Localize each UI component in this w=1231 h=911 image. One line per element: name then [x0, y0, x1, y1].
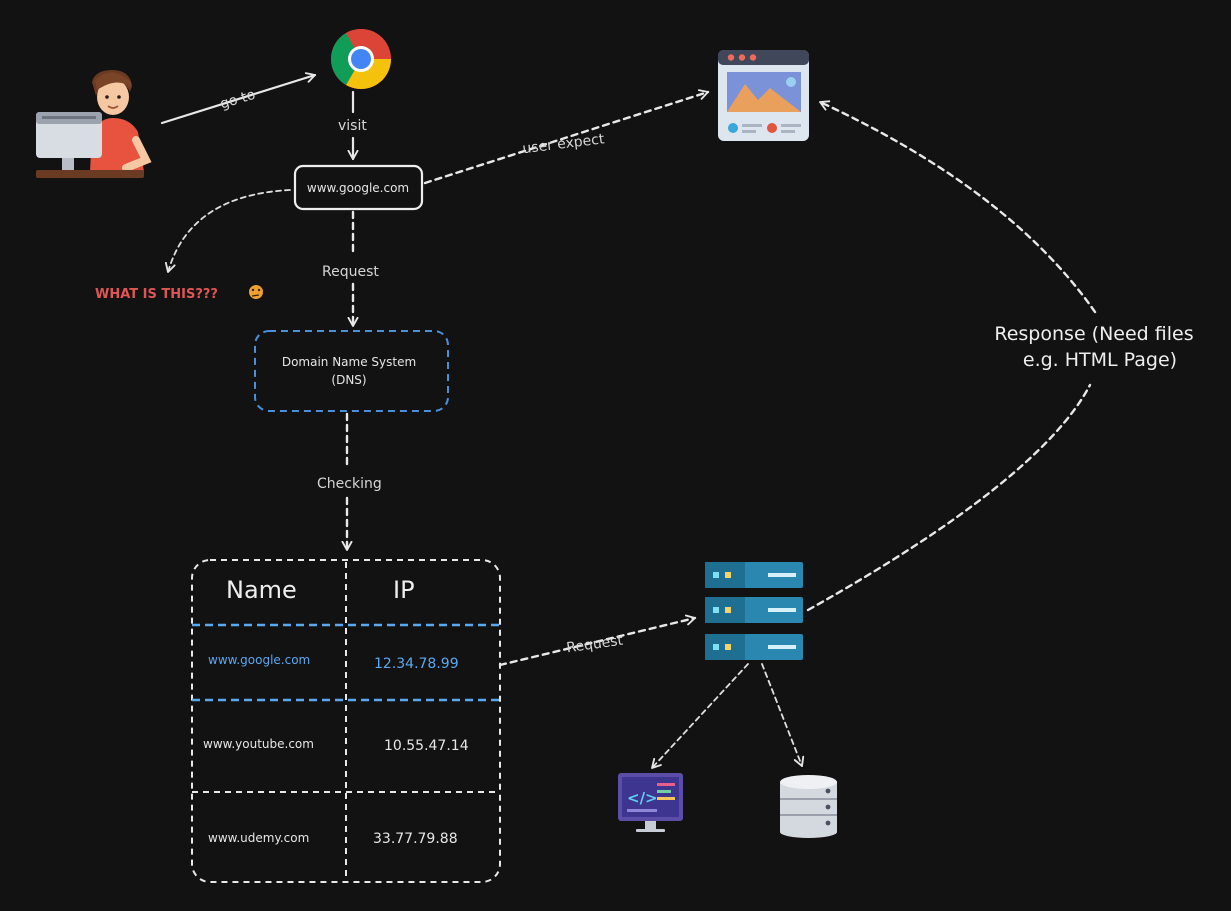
table-cell-ip: 12.34.78.99	[374, 656, 459, 672]
svg-text:</>: </>	[627, 789, 658, 807]
table-row: www.udemy.com 33.77.79.88	[208, 831, 458, 847]
dns-table: Name IP www.google.com 12.34.78.99 www.y…	[191, 559, 501, 883]
database-icon	[780, 775, 837, 838]
dns-box: Domain Name System (DNS)	[254, 330, 449, 412]
go-to-arrow	[160, 72, 317, 125]
server-to-database-arrow	[761, 663, 805, 767]
table-header-ip: IP	[393, 576, 415, 604]
table-cell-name: www.youtube.com	[203, 737, 314, 751]
table-header-name: Name	[226, 576, 297, 604]
request-label-2: Request	[565, 633, 624, 657]
server-to-code-arrow	[651, 663, 749, 769]
user-expect-label: user expect	[522, 131, 606, 157]
dns-box-line2: (DNS)	[331, 373, 366, 387]
chrome-icon	[331, 29, 391, 89]
response-arrow	[818, 100, 1097, 314]
request-label-1: Request	[322, 264, 379, 280]
response-label-line1: Response (Need files	[994, 323, 1193, 345]
table-cell-name: www.udemy.com	[208, 831, 309, 845]
table-cell-ip: 33.77.79.88	[373, 831, 458, 847]
what-is-this-arrow	[164, 189, 291, 273]
webpage-window-icon	[718, 50, 809, 141]
server-rack-icon	[705, 562, 803, 660]
request-arrow-2	[498, 614, 697, 667]
table-row: www.youtube.com 10.55.47.14	[203, 737, 469, 754]
checking-label: Checking	[317, 476, 382, 492]
response-line-lower	[806, 383, 1092, 612]
dns-box-line1: Domain Name System	[282, 355, 416, 369]
visit-label: visit	[338, 118, 367, 134]
table-row: www.google.com 12.34.78.99	[208, 653, 459, 672]
url-box-text: www.google.com	[307, 181, 409, 195]
table-cell-ip: 10.55.47.14	[384, 738, 469, 754]
table-cell-name: www.google.com	[208, 653, 310, 667]
user-expect-arrow	[423, 89, 710, 185]
thinking-emoji-icon	[249, 285, 263, 299]
person-at-computer-icon	[36, 70, 152, 178]
go-to-label: go to	[218, 87, 257, 113]
what-is-this-label: WHAT IS THIS???	[95, 287, 218, 302]
response-label-line2: e.g. HTML Page)	[1023, 349, 1177, 371]
code-monitor-icon: </>	[618, 773, 683, 832]
url-box: www.google.com	[293, 164, 424, 211]
